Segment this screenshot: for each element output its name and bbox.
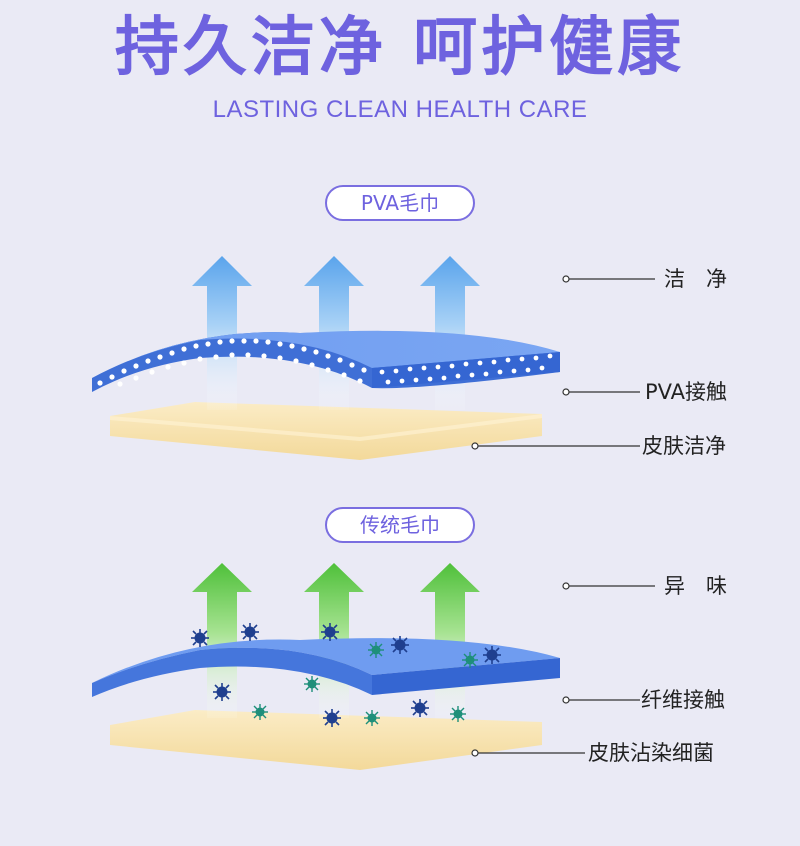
page-title: 持久洁净 呵护健康 <box>114 11 686 85</box>
fiber-towel-layer <box>92 638 560 697</box>
traditional-badge: 传统毛巾 <box>325 507 475 543</box>
pva-label-skin: 皮肤洁净 <box>642 434 726 458</box>
pva-badge: PVA毛巾 <box>325 185 475 221</box>
skin-layer-traditional <box>110 710 542 770</box>
traditional-label-contact: 纤维接触 <box>641 688 725 712</box>
traditional-label-odor: 异 味 <box>664 574 727 598</box>
page-subtitle: LASTING CLEAN HEALTH CARE <box>212 96 588 123</box>
skin-layer <box>110 402 542 460</box>
traditional-leader-lines <box>471 582 655 757</box>
traditional-label-skin: 皮肤沾染细菌 <box>588 741 714 765</box>
traditional-diagram <box>92 563 655 770</box>
pva-label-contact: PVA接触 <box>645 380 728 404</box>
pva-leader-lines <box>471 275 655 450</box>
pva-label-clean: 洁 净 <box>664 267 727 291</box>
pva-diagram <box>92 256 655 460</box>
pva-towel-layer <box>92 330 560 392</box>
